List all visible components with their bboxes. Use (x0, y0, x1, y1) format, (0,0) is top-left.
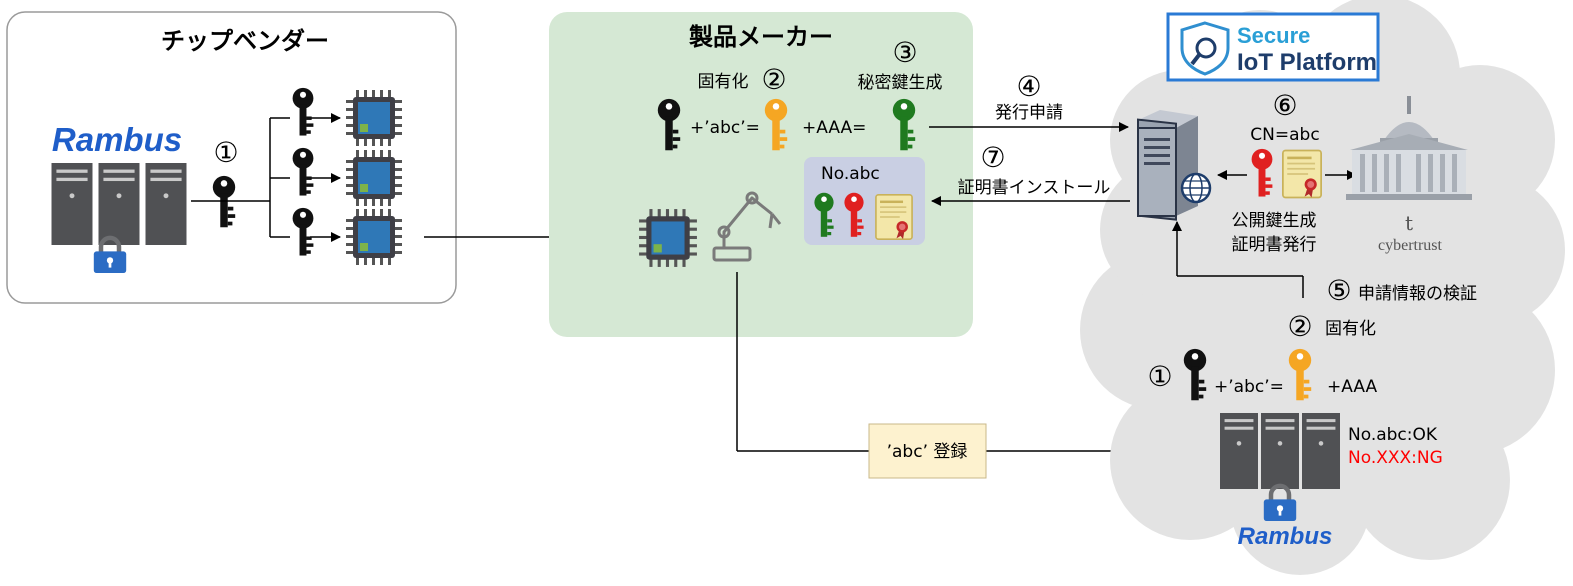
platform-formula-abc: +’abc’= (1214, 377, 1284, 397)
platform-cloud (1080, 0, 1565, 575)
chip-icon (346, 209, 402, 265)
device-number: No.abc (821, 164, 880, 184)
step-5: ⑤ (1326, 274, 1351, 307)
maker-keygen-label: 秘密鍵生成 (858, 73, 943, 93)
step-6: ⑥ (1272, 89, 1297, 122)
register-box (868, 423, 987, 479)
cybertrust-glyph: t (1405, 211, 1413, 235)
maker-formula-abc: +’abc’= (690, 118, 760, 138)
platform-unique-label: 固有化 (1325, 319, 1376, 339)
certificate-icon (875, 194, 913, 240)
device-chip-icon (639, 209, 697, 267)
platform-rambus-logo: Rambus (1238, 523, 1333, 550)
platform-server-icon (1137, 110, 1198, 221)
maker-title: 製品メーカー (689, 23, 833, 51)
step-4: ④ (1016, 70, 1041, 103)
vendor-step-1: ① (213, 136, 238, 169)
chip-icon (346, 90, 402, 146)
verify-arrow (1172, 221, 1304, 298)
logo-platform-text: IoT Platform (1237, 49, 1377, 76)
platform-step-2: ② (1287, 310, 1312, 343)
certificate-icon (1282, 149, 1322, 199)
rambus-logo: Rambus (52, 121, 182, 158)
ng-result: No.XXX:NG (1348, 448, 1443, 468)
install-label: 証明書インストール (958, 178, 1111, 198)
register-label: ’abc’ 登録 (887, 442, 968, 462)
robot-arm-icon (712, 191, 782, 262)
verify-label: 申請情報の検証 (1358, 284, 1477, 304)
pubkey-label: 公開鍵生成 (1232, 211, 1317, 231)
step-7: ⑦ (980, 141, 1005, 174)
vendor-server-icon (51, 163, 187, 245)
issue-request-label: 発行申請 (995, 103, 1063, 123)
cn-label: CN=abc (1250, 125, 1319, 145)
maker-formula-aaa: +AAA= (802, 118, 866, 138)
chip-icon (346, 150, 402, 206)
cybertrust-logo: cybertrust (1378, 237, 1443, 254)
globe-icon (1180, 172, 1212, 204)
platform-rambus-server-icon (1220, 413, 1340, 489)
maker-unique-label: 固有化 (698, 72, 749, 92)
platform-step-1: ① (1147, 360, 1172, 393)
maker-step-3: ③ (892, 36, 917, 69)
cert-issue-label: 証明書発行 (1232, 235, 1317, 255)
logo-secure-text: Secure (1237, 23, 1310, 48)
key-distribution-lines (191, 113, 341, 242)
maker-step-2: ② (761, 63, 786, 96)
platform-formula-aaa: +AAA (1327, 377, 1377, 397)
shield-icon (1180, 21, 1230, 76)
ok-result: No.abc:OK (1348, 425, 1438, 445)
certificate-authority-building-icon (1346, 96, 1472, 200)
chip-vendor-title: チップベンダー (161, 27, 329, 55)
